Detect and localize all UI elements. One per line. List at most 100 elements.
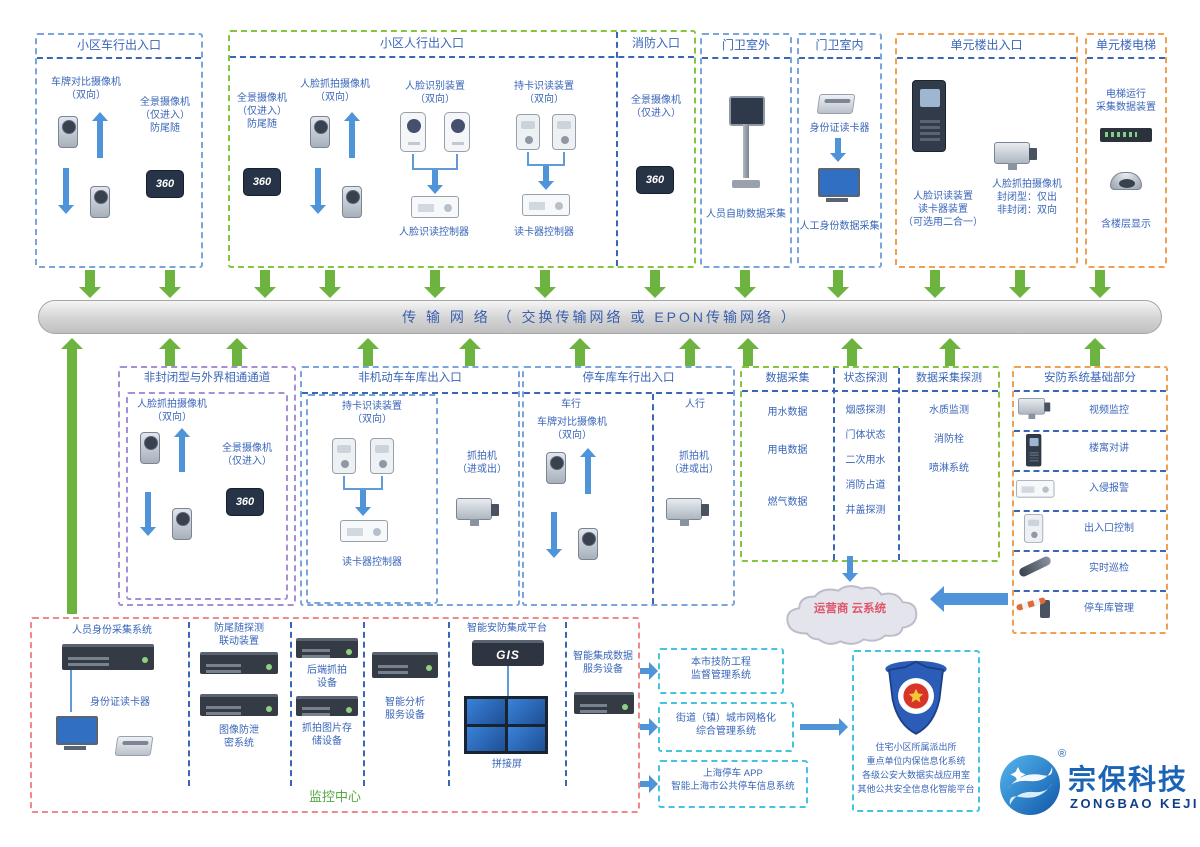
analysis-server-label: 智能分析 服务设备	[385, 697, 425, 722]
arrow-down-icon	[538, 166, 554, 190]
divider	[1014, 430, 1166, 432]
carrier-cloud-label: 运营商 云系统	[813, 603, 887, 615]
divider	[1014, 550, 1166, 552]
box-camera-icon	[666, 498, 709, 526]
external-system-2-label: 街道（镇）城市网格化 综合管理系统	[676, 713, 776, 738]
police-systems-box	[852, 650, 980, 812]
id-card-reader-label: 身份证读卡器	[809, 123, 870, 134]
video-wall-icon	[464, 696, 548, 754]
divider	[448, 622, 450, 786]
sensing-item: 喷淋系统	[929, 463, 969, 474]
card-reader-icon	[370, 438, 394, 474]
intrusion-alarm-icon	[1016, 480, 1055, 498]
card-controller-label: 读卡器控制器	[342, 557, 402, 568]
police-item: 其他公共安全信息化智能平台	[857, 784, 975, 794]
sensing-item: 二次用水	[845, 455, 886, 466]
sensing-item: 井盖探测	[845, 505, 886, 516]
unit-face-camera-label: 人脸抓拍摄像机 封闭型：仅出 非封闭：双向	[992, 179, 1062, 217]
id-card-reader-icon	[816, 94, 856, 114]
connector-line	[70, 670, 72, 712]
police-badge-icon	[885, 660, 947, 735]
face-capture-camera-label: 人脸抓拍摄像机 （双向）	[300, 79, 370, 104]
sensing-col3-title: 数据采集探测	[916, 372, 982, 384]
arrow-up-icon	[580, 448, 596, 494]
id-card-reader-icon	[114, 736, 154, 756]
capture-camera-label: 抓拍机 （进或出）	[457, 451, 507, 476]
box-camera-icon	[994, 142, 1037, 170]
kiosk-base	[732, 180, 760, 188]
network-switch-icon	[1100, 128, 1152, 142]
wall-panel	[507, 699, 545, 724]
intercom-panel-icon	[1026, 434, 1042, 467]
connector-line	[527, 164, 565, 166]
bike-garage-zone	[300, 366, 520, 606]
connector-line	[412, 154, 414, 168]
community-vehicle-gate-zone	[35, 33, 203, 268]
box-camera-icon	[578, 528, 598, 560]
monitoring-center-title: 监控中心	[308, 789, 361, 804]
card-reader-icon	[332, 438, 356, 474]
panoramic-camera-label: 全景摄像机 （仅进入） 防尾随	[237, 93, 287, 131]
divider	[833, 368, 835, 560]
divider	[898, 368, 900, 560]
integration-platform-label: 智能安防集成平台	[467, 623, 547, 634]
barrier-gate-icon	[1016, 598, 1052, 618]
external-system-2-box	[658, 702, 794, 752]
arrow-down-icon	[140, 492, 156, 536]
divider	[290, 622, 292, 786]
desktop-computer-icon	[56, 716, 98, 750]
open-channel-inner-box	[126, 392, 288, 600]
divider	[524, 392, 733, 394]
arrow-down-icon	[159, 270, 181, 298]
sensing-zone	[740, 366, 1000, 562]
id-card-reader-label: 身份证读卡器	[90, 697, 150, 708]
face-reader-icon	[400, 112, 426, 152]
arrow-up-icon	[939, 338, 961, 366]
arrow-up-icon	[92, 112, 108, 158]
security-item: 停车库管理	[1084, 603, 1134, 614]
zongbao-logo-icon	[1000, 755, 1060, 815]
server-icon	[200, 652, 278, 674]
connector-line	[343, 488, 383, 490]
arrow-up-icon	[1084, 338, 1106, 366]
controller-icon	[411, 196, 459, 218]
car-garage-title: 停车库车行出入口	[582, 372, 675, 384]
sensing-item: 消防占道	[845, 480, 886, 491]
arrow-right-icon	[800, 718, 848, 736]
box-camera-icon	[310, 116, 330, 148]
panoramic-camera-label: 全景摄像机 （仅进入）	[631, 95, 681, 120]
arrow-down-icon	[79, 270, 101, 298]
police-item: 各级公安大数据实战应用室	[861, 770, 970, 780]
police-item: 住宅小区所属派出所	[875, 742, 957, 752]
guard-outdoor-zone	[700, 33, 792, 268]
external-system-1-label: 本市技防工程 监督管理系统	[691, 657, 751, 682]
arrow-up-icon	[226, 338, 248, 366]
arrow-up-icon	[357, 338, 379, 366]
video-surveillance-icon	[1018, 398, 1051, 419]
self-service-collect-label: 人员自助数据采集	[706, 209, 786, 220]
panoramic-camera-label: 全景摄像机 （仅进入）	[222, 443, 272, 468]
divider	[1014, 510, 1166, 512]
community-vehicle-gate-title: 小区车行出入口	[76, 38, 161, 52]
arrow-down-icon	[546, 512, 562, 558]
bike-garage-inner-box	[306, 394, 438, 604]
controller-icon	[522, 194, 570, 216]
divider	[742, 390, 998, 392]
connector-line	[412, 168, 458, 170]
open-channel-title: 非封闭型与外界相通通道	[143, 372, 271, 384]
box-camera-icon	[140, 432, 160, 464]
intercom-panel-icon	[912, 80, 946, 152]
arrow-up-icon	[679, 338, 701, 366]
logo-latin: ZONGBAO KEJI	[1070, 796, 1199, 811]
arrow-right-icon	[640, 775, 658, 793]
server-icon	[62, 644, 154, 670]
arrow-up-icon	[61, 338, 83, 614]
divider	[188, 622, 190, 786]
guard-outdoor-title: 门卫室外	[721, 38, 770, 52]
open-channel-zone	[118, 366, 296, 606]
card-controller-label: 读卡器控制器	[514, 227, 574, 238]
box-camera-icon	[58, 116, 78, 148]
external-system-3-label: 上海停车 APP 智能上海市公共停车信息系统	[671, 768, 795, 792]
arrow-down-icon	[254, 270, 276, 298]
access-control-icon	[1024, 514, 1044, 543]
